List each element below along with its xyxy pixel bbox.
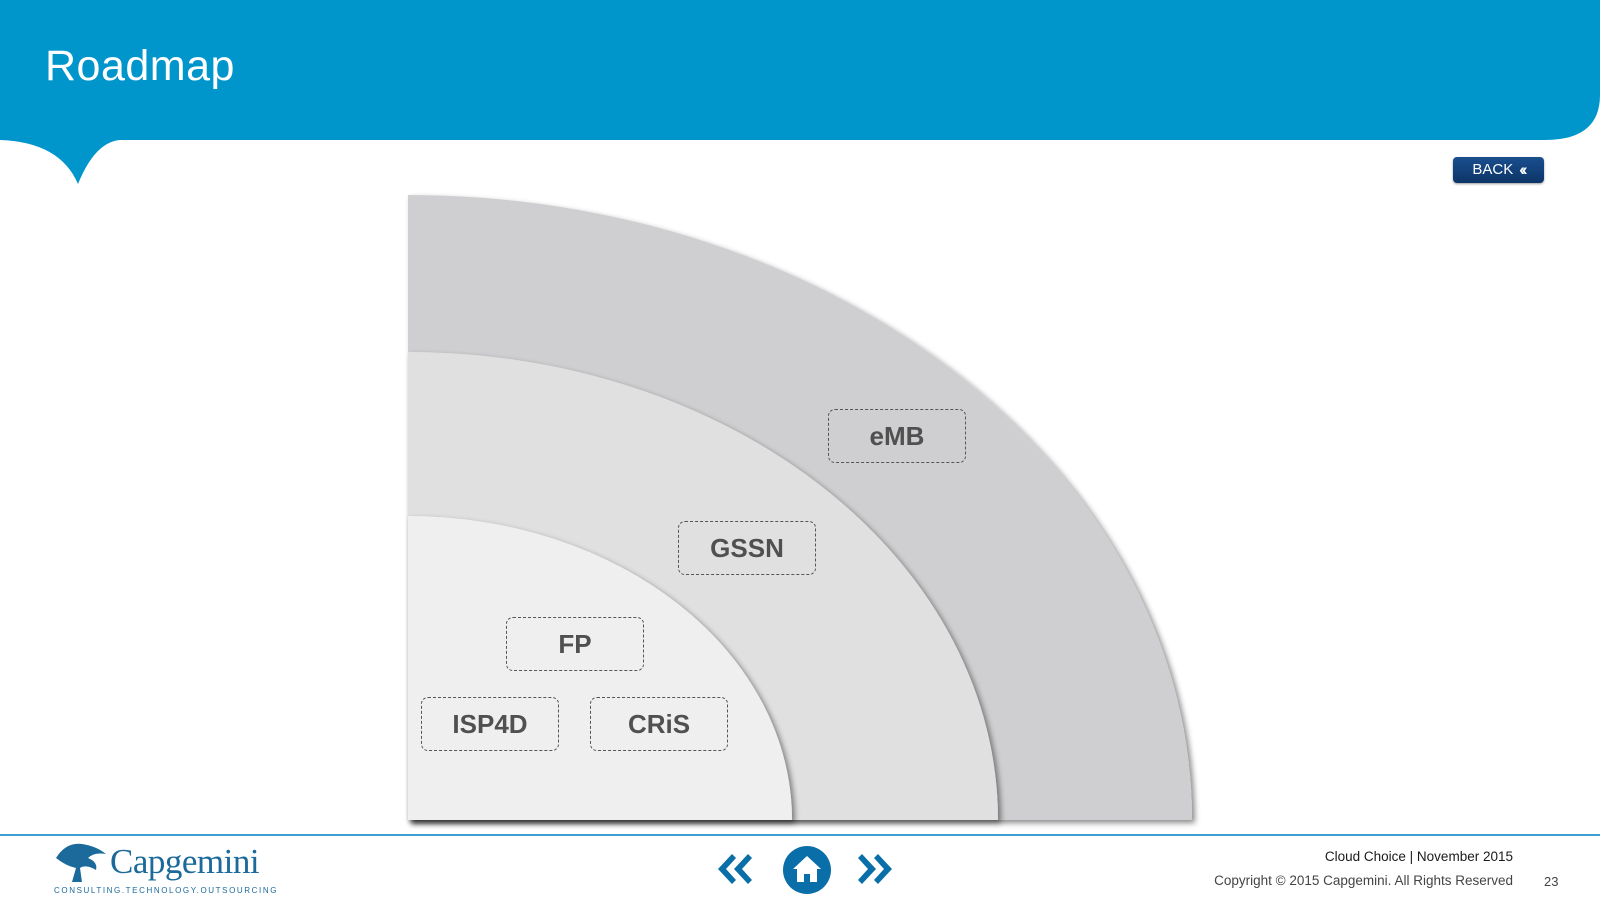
page-title: Roadmap — [45, 42, 235, 90]
spade-logo-icon — [56, 843, 106, 882]
home-button[interactable] — [782, 845, 832, 900]
logo-tagline: CONSULTING.TECHNOLOGY.OUTSOURCING — [54, 886, 279, 895]
roadmap-item-gssn: GSSN — [678, 521, 816, 575]
back-button[interactable]: BACK ‹‹ — [1453, 157, 1544, 183]
copyright-notice: Copyright © 2015 Capgemini. All Rights R… — [1214, 873, 1513, 888]
inner-ring — [408, 516, 792, 820]
footer-divider — [0, 834, 1600, 836]
back-button-label: BACK — [1472, 161, 1514, 178]
document-info: Cloud Choice | November 2015 — [1324, 849, 1513, 864]
roadmap-item-emb: eMB — [828, 409, 966, 463]
capgemini-logo: Capgemini CONSULTING.TECHNOLOGY.OUTSOURC… — [52, 842, 276, 895]
previous-slide-button[interactable] — [714, 852, 752, 891]
double-chevron-right-icon — [858, 854, 892, 884]
roadmap-item-label: ISP4D — [452, 708, 528, 739]
double-chevron-left-icon — [718, 854, 752, 884]
roadmap-item-isp4d: ISP4D — [421, 697, 559, 751]
header-banner — [0, 0, 1600, 184]
roadmap-item-fp: FP — [506, 617, 644, 671]
roadmap-diagram — [408, 195, 1192, 820]
roadmap-item-label: GSSN — [710, 532, 784, 563]
home-icon — [783, 846, 831, 894]
next-slide-button[interactable] — [858, 852, 896, 891]
page-number: 23 — [1544, 874, 1559, 889]
logo-wordmark: Capgemini — [110, 842, 260, 881]
roadmap-item-label: CRiS — [627, 708, 691, 739]
roadmap-item-label: eMB — [869, 420, 925, 451]
roadmap-item-label: FP — [558, 628, 592, 659]
roadmap-item-cris: CRiS — [590, 697, 728, 751]
double-chevron-left-icon: ‹‹ — [1519, 159, 1528, 179]
